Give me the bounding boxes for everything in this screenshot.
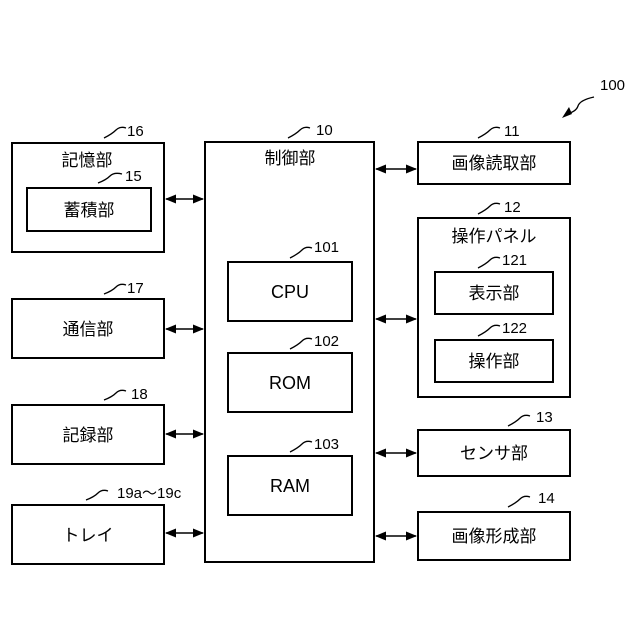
control-block: 制御部 10 CPU 101 ROM 102 RAM 103 (205, 122, 374, 562)
control-label: 制御部 (265, 149, 316, 169)
imageform-block: 画像形成部 14 (418, 490, 570, 560)
system-ref: 100 (562, 77, 625, 118)
imageform-label: 画像形成部 (452, 527, 537, 547)
record-ref: 18 (131, 386, 148, 403)
storage-label: 記憶部 (62, 151, 113, 171)
display-label: 表示部 (469, 284, 520, 304)
storage-ref: 16 (127, 123, 144, 140)
cpu-label: CPU (271, 282, 309, 302)
tray-block: トレイ 19a～19c (12, 485, 182, 564)
display-ref: 121 (502, 252, 527, 269)
panel-label: 操作パネル (452, 227, 537, 247)
comm-ref: 17 (127, 280, 144, 297)
comm-label: 通信部 (63, 320, 114, 340)
scanner-label: 画像読取部 (452, 154, 537, 174)
storage-block: 記憶部 16 蓄積部 15 (12, 123, 164, 252)
imageform-ref: 14 (538, 490, 555, 507)
control-ref: 10 (316, 122, 333, 139)
ram-ref: 103 (314, 436, 339, 453)
panel-ref: 12 (504, 199, 521, 216)
scanner-block: 画像読取部 11 (418, 123, 570, 184)
sensor-label: センサ部 (460, 444, 528, 464)
tray-ref: 19a～19c (117, 485, 182, 502)
tray-label: トレイ (63, 526, 114, 546)
sensor-ref: 13 (536, 409, 553, 426)
panel-block: 操作パネル 12 表示部 121 操作部 122 (418, 199, 570, 397)
cpu-ref: 101 (314, 239, 339, 256)
accumulate-label: 蓄積部 (64, 201, 115, 221)
scanner-ref: 11 (504, 123, 520, 140)
ram-label: RAM (270, 476, 310, 496)
sensor-block: センサ部 13 (418, 409, 570, 476)
rom-label: ROM (269, 373, 311, 393)
system-ref-number: 100 (600, 77, 625, 94)
operation-ref: 122 (502, 320, 527, 337)
rom-ref: 102 (314, 333, 339, 350)
record-label: 記録部 (63, 426, 114, 446)
record-block: 記録部 18 (12, 386, 164, 464)
operation-label: 操作部 (469, 352, 520, 372)
comm-block: 通信部 17 (12, 280, 164, 358)
accumulate-ref: 15 (125, 168, 142, 185)
